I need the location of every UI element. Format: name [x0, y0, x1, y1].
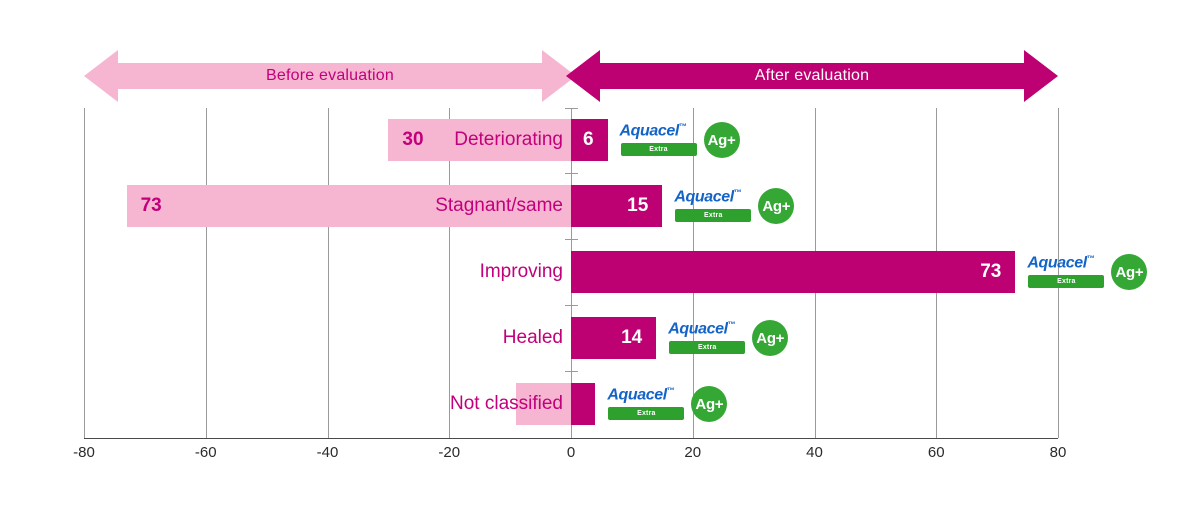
bar-value-after: 15 [627, 195, 649, 216]
aquacel-extra-label: Extra [649, 146, 668, 153]
bar-value-before: 30 [402, 129, 424, 150]
gridline-80 [1058, 108, 1059, 438]
aquacel-wordmark: Aquacel™ Extra [668, 320, 746, 356]
trademark-icon: ™ [1086, 254, 1095, 263]
gridline--20 [449, 108, 451, 438]
aquacel-wordmark-text: Aquacel™ [1027, 254, 1095, 272]
gridline--40 [327, 108, 329, 438]
chart-row: 73 15 Stagnant/same Aquacel™ Extra Ag+ [0, 185, 1198, 227]
aquacel-extra-label: Extra [704, 212, 723, 219]
trademark-icon: ™ [733, 188, 742, 197]
bar-value-after: 6 [582, 129, 594, 150]
bar-after-evaluation [571, 185, 663, 227]
category-label: Improving [479, 261, 563, 282]
before-arrow-shape [84, 50, 576, 102]
ag-plus-badge: Ag+ [758, 188, 795, 224]
x-tick-label: 80 [1049, 444, 1067, 461]
after-arrow-shape [566, 50, 1058, 102]
aquacel-extra-label: Extra [637, 410, 656, 417]
bar-after-evaluation [571, 383, 596, 425]
x-tick-label: 60 [927, 444, 945, 461]
chart-row: 30 6 Deteriorating Aquacel™ Extra Ag+ [0, 119, 1198, 161]
aquacel-wordmark: Aquacel™ Extra [607, 386, 685, 422]
zero-axis-tick [565, 173, 578, 174]
x-axis-line [84, 438, 1058, 439]
trademark-icon: ™ [727, 320, 736, 329]
zero-axis-tick-top [565, 108, 578, 109]
x-tick-label: -80 [73, 444, 95, 461]
bar-before-evaluation [388, 119, 571, 161]
ag-plus-badge: Ag+ [691, 386, 728, 422]
x-tick-label: 40 [806, 444, 823, 461]
gridline--60 [205, 108, 207, 438]
bar-before-evaluation [516, 383, 571, 425]
gridline--80 [84, 108, 85, 438]
x-tick-label: 20 [684, 444, 702, 461]
aquacel-extra-bar: Extra [1028, 275, 1105, 288]
bar-value-after: 14 [621, 327, 643, 348]
aquacel-wordmark-text: Aquacel™ [607, 386, 675, 404]
chart-row: Not classified Aquacel™ Extra Ag+ [0, 383, 1198, 425]
category-label: Not classified [450, 393, 563, 414]
x-tick-label: -60 [194, 444, 217, 461]
aquacel-wordmark: Aquacel™ Extra [1027, 254, 1105, 290]
aquacel-extra-bar: Extra [620, 143, 697, 156]
trademark-icon: ™ [666, 386, 675, 395]
x-tick-label: -20 [438, 444, 461, 461]
category-label: Deteriorating [454, 129, 563, 150]
chart-row: 73 Improving Aquacel™ Extra Ag+ [0, 251, 1198, 293]
bar-value-after: 73 [980, 261, 1002, 282]
aquacel-wordmark-text: Aquacel™ [668, 320, 736, 338]
aquacel-extra-bar: Extra [675, 209, 752, 222]
aquacel-extra-label: Extra [697, 344, 717, 351]
aquacel-extra-ag-logo: Aquacel™ Extra Ag+ [607, 383, 728, 425]
bar-after-evaluation [571, 251, 1016, 293]
bar-value-before: 73 [140, 195, 162, 216]
ag-plus-badge: Ag+ [752, 320, 789, 356]
aquacel-wordmark-text: Aquacel™ [674, 188, 742, 206]
category-label: Stagnant/same [435, 195, 563, 216]
aquacel-extra-bar: Extra [608, 407, 685, 420]
zero-axis-tick [565, 305, 578, 306]
aquacel-wordmark-text: Aquacel™ [619, 122, 687, 140]
aquacel-extra-bar: Extra [669, 341, 746, 354]
aquacel-extra-ag-logo: Aquacel™ Extra Ag+ [668, 317, 789, 359]
aquacel-wordmark: Aquacel™ Extra [674, 188, 752, 224]
aquacel-wordmark: Aquacel™ Extra [620, 122, 698, 158]
zero-axis-tick [565, 371, 578, 372]
bar-after-evaluation [571, 119, 608, 161]
trademark-icon: ™ [678, 122, 687, 131]
category-label: Healed [502, 327, 563, 348]
aquacel-extra-label: Extra [1057, 278, 1076, 285]
before-evaluation-arrow: Before evaluation [84, 50, 576, 102]
zero-axis-tick [565, 239, 578, 240]
aquacel-extra-ag-logo: Aquacel™ Extra Ag+ [674, 185, 795, 227]
after-evaluation-arrow: After evaluation [566, 50, 1058, 102]
x-tick-label: 0 [566, 444, 576, 461]
bar-before-evaluation [126, 185, 571, 227]
chart-row: 14 Healed Aquacel™ Extra Ag+ [0, 317, 1198, 359]
aquacel-extra-ag-logo: Aquacel™ Extra Ag+ [620, 119, 740, 161]
bar-after-evaluation [571, 317, 657, 359]
ag-plus-badge: Ag+ [703, 122, 740, 158]
ag-plus-badge: Ag+ [1111, 254, 1148, 290]
aquacel-extra-ag-logo: Aquacel™ Extra Ag+ [1027, 251, 1148, 293]
x-tick-label: -40 [316, 444, 339, 461]
